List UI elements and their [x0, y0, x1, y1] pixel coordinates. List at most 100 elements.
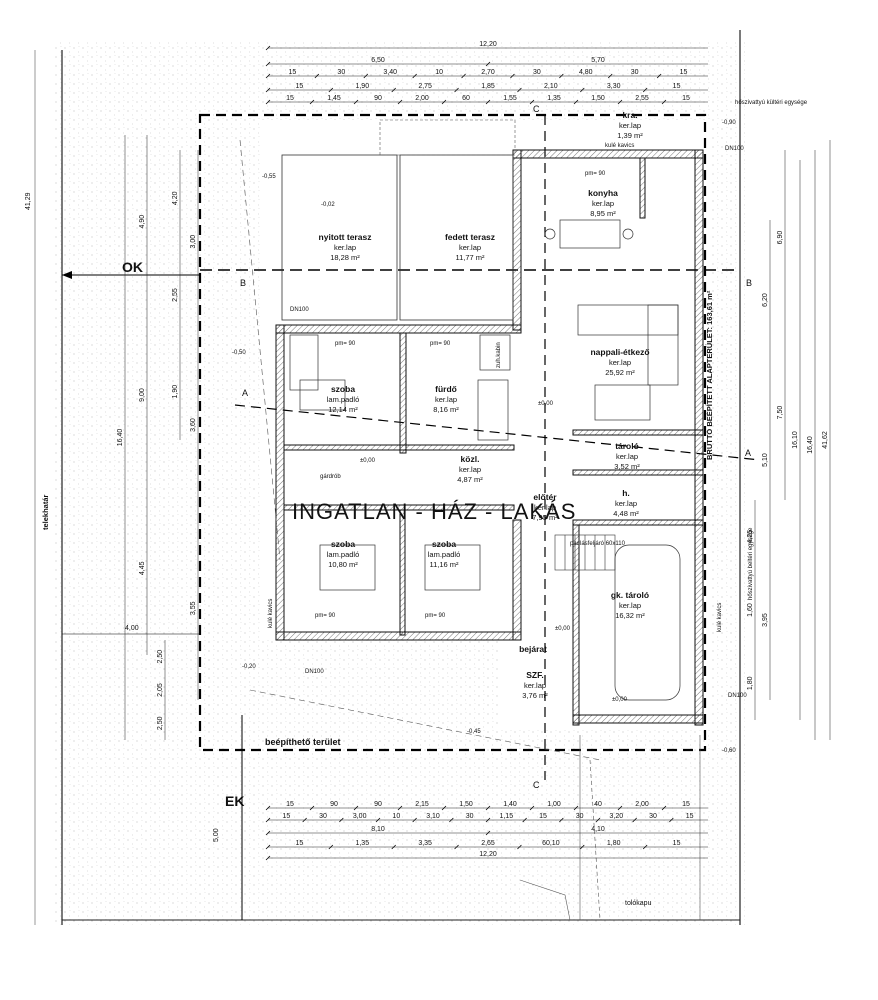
room-floor: ker.lap: [459, 243, 481, 252]
left-gap-dim: 4,00: [125, 625, 139, 632]
dim-bottom-tick: [485, 805, 491, 811]
dim-right-e-value: 3,95: [762, 613, 769, 627]
plot-depth-dim: 41,29: [25, 192, 32, 210]
dim-bottom-value: 90: [374, 801, 382, 808]
dim-bottom-tick: [391, 844, 396, 850]
kule-kavics-1: kulé kavics: [605, 143, 634, 149]
attic-ladder: [554, 534, 616, 571]
room-floor: ker.lap: [592, 199, 614, 208]
pm90-5: pm= 90: [425, 613, 446, 619]
dim-top-tick: [328, 87, 334, 93]
dim-bottom-value: 15: [286, 801, 294, 808]
room-area: 4,48 m²: [613, 509, 639, 518]
room-name: előtér: [533, 492, 557, 502]
dim-top-tick: [353, 99, 359, 105]
dim-top-value: 2,70: [481, 69, 495, 76]
dim-bottom-value: 30: [319, 813, 327, 820]
room-name: bejárat: [519, 644, 547, 654]
room-floor: ker.lap: [459, 465, 481, 474]
dim-bottom-tick: [265, 805, 271, 811]
dim-left-d-value: 3,55: [190, 601, 197, 615]
dim-top-tick: [517, 87, 522, 93]
level-zero-3: ±0,00: [612, 697, 628, 703]
dim-top-tick: [397, 99, 403, 105]
room-floor: lam.padló: [428, 550, 461, 559]
dim-top-tick: [461, 73, 466, 79]
dim-bottom-tick: [449, 817, 454, 823]
pm90-3: pm= 90: [585, 171, 606, 177]
dim-left-e-value: 2,05: [157, 683, 164, 697]
compass-north: OK: [122, 259, 143, 275]
dim-bottom-tick: [265, 830, 271, 836]
dim-bottom-tick: [375, 817, 381, 823]
dim-bottom-tick: [328, 844, 334, 850]
dim-top-tick: [309, 99, 315, 105]
dim-left-a-value: 9,00: [139, 388, 146, 402]
room-floor: ker.lap: [609, 358, 631, 367]
dim-bottom-tick: [529, 805, 535, 811]
level-minus-055: -0,55: [262, 174, 276, 180]
dim-left-a-value: 4,45: [139, 561, 146, 575]
dim-top-tick: [265, 99, 271, 105]
dim-bottom-tick: [522, 817, 527, 823]
dim-left-b-value: 16,40: [117, 429, 124, 447]
dim-top-tick: [661, 99, 667, 105]
dim-bottom-tick: [642, 844, 648, 850]
room-name: konyha: [588, 188, 618, 198]
level-zero-2: ±0,00: [555, 626, 571, 632]
room-name: szoba: [432, 539, 456, 549]
dim-right-c-value: 16,10: [792, 431, 799, 449]
dim-bottom-tick: [309, 805, 315, 811]
section-c-bottom: C: [533, 780, 540, 790]
dim-left-e-value: 2,50: [157, 650, 164, 664]
dim-top-value: 15: [296, 83, 304, 90]
dim-top-value: 15: [673, 83, 681, 90]
room-floor: ker.lap: [534, 503, 556, 512]
dim-left-c-value: 4,20: [172, 191, 179, 205]
room-name: nyitott terasz: [319, 232, 372, 242]
dim-top-tick: [510, 73, 515, 79]
buildable-area-boundary: [198, 113, 707, 752]
dim-top-value: 2,00: [415, 95, 429, 102]
room-name: szoba: [331, 384, 355, 394]
dim-bottom-value: 1,80: [607, 840, 621, 847]
dn100-top-right: DN100: [725, 146, 744, 152]
dim-top-tick: [642, 87, 648, 93]
dim-bottom-tick: [339, 817, 344, 823]
dim-right-e-value: 6,20: [762, 293, 769, 307]
dim-top-tick: [265, 87, 271, 93]
dim-bottom-tick: [559, 817, 564, 823]
watermark-text: INGATLAN - HÁZ - LAKÁS: [292, 499, 576, 524]
dim-bottom-tick: [412, 817, 417, 823]
pm90-4: pm= 90: [315, 613, 336, 619]
dim-bottom-value: 2,65: [481, 840, 495, 847]
section-a-left: A: [242, 388, 248, 398]
dim-left-a-value: 4,90: [139, 215, 146, 229]
dn100-mid-left: DN100: [290, 307, 309, 313]
room-floor: ker.lap: [615, 499, 637, 508]
room-name: fürdő: [435, 384, 457, 394]
covered-terrace-outline: [399, 154, 514, 321]
shower-cabin-label: zuh.kabin: [496, 342, 502, 368]
room-area: 4,87 m²: [457, 475, 483, 484]
dim-top-tick: [363, 73, 369, 79]
plot-boundary-label: telekhatár: [41, 494, 50, 530]
dim-top-value: 3,40: [383, 69, 397, 76]
dim-bottom-tick: [454, 844, 459, 850]
dn100-bottom-right: DN100: [728, 693, 747, 699]
dim-bottom-value: 90: [330, 801, 338, 808]
dn100-bottom-left: DN100: [305, 669, 324, 675]
room-floor: ker.lap: [524, 681, 546, 690]
dim-bottom-tick: [397, 805, 403, 811]
dim-top-tick: [265, 61, 271, 67]
dim-bottom-tick: [485, 817, 491, 823]
section-c-top: C: [533, 104, 540, 114]
dim-top-tick: [441, 99, 447, 105]
dim-right-f-value: 4,25: [747, 530, 754, 544]
dim-bottom-tick: [661, 805, 667, 811]
dim-right-b-value: 16,40: [807, 436, 814, 454]
section-b-right: B: [746, 278, 752, 288]
dim-bottom-value: 3,00: [353, 813, 367, 820]
dim-top-tick: [617, 99, 623, 105]
